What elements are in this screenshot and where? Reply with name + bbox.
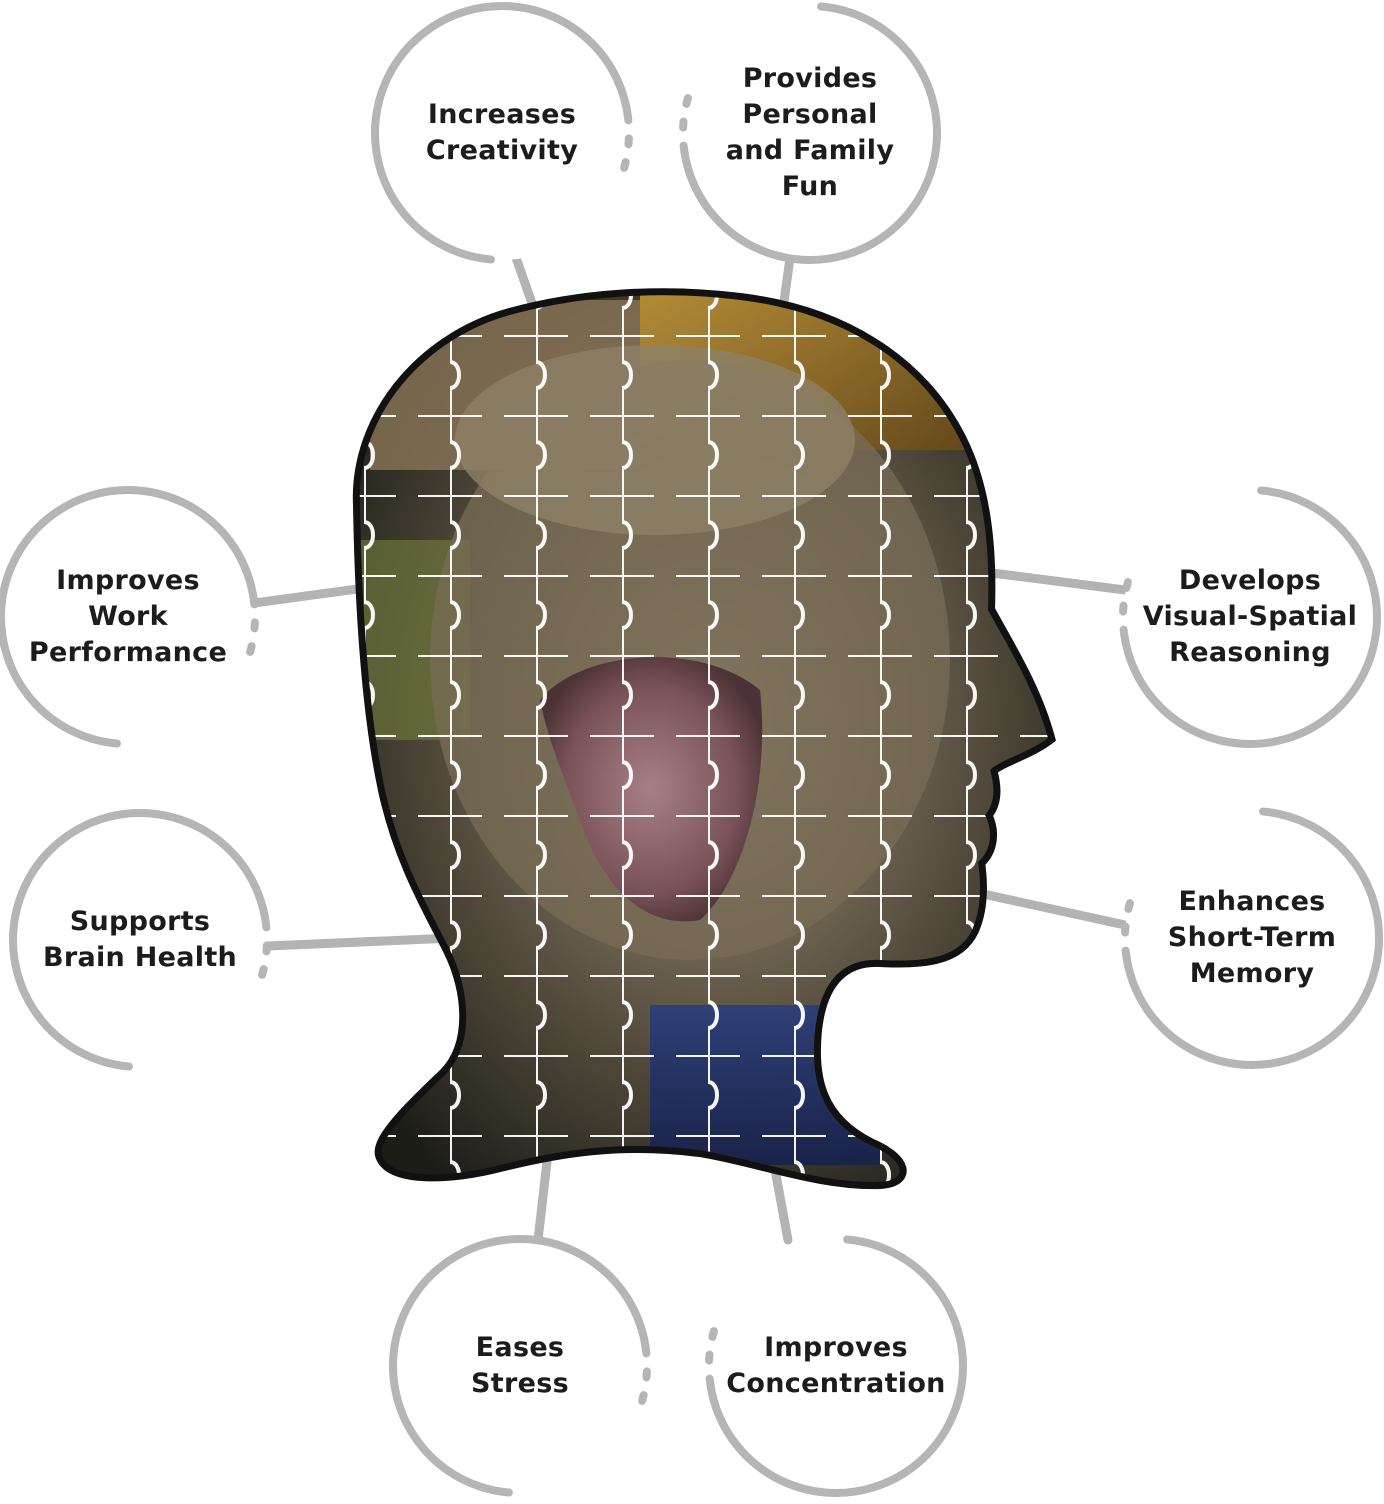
ring-eases-stress bbox=[389, 1235, 651, 1497]
ring-enhances-short-term-memory bbox=[1121, 807, 1383, 1070]
label-line: Brain Health bbox=[42, 942, 238, 973]
label-line: Concentration bbox=[726, 1368, 946, 1399]
label-line: Performance bbox=[28, 637, 228, 668]
ring-provides-personal-and-family-fun bbox=[679, 2, 941, 264]
label-line: and Family bbox=[725, 135, 895, 166]
label-line: Stress bbox=[471, 1368, 569, 1399]
label-line: Short-Term bbox=[1167, 922, 1337, 953]
label-line: Improves bbox=[764, 1332, 908, 1363]
ring-increases-creativity bbox=[371, 2, 633, 264]
ring-improves-concentration bbox=[705, 1235, 967, 1498]
label-line: Work bbox=[88, 601, 168, 632]
label-line: Increases bbox=[427, 99, 577, 130]
label-line: Visual-Spatial bbox=[1142, 601, 1358, 632]
label-line: Supports bbox=[69, 906, 211, 937]
head-silhouette bbox=[352, 288, 1056, 1190]
ring-supports-brain-health bbox=[9, 809, 271, 1071]
label-line: Memory bbox=[1189, 958, 1315, 989]
label-line: Fun bbox=[781, 171, 839, 202]
puzzle-image bbox=[359, 295, 1048, 1183]
ring-improves-work-performance bbox=[0, 486, 259, 748]
label-line: Personal bbox=[742, 99, 878, 130]
ring-develops-visual-spatial-reasoning bbox=[1119, 486, 1381, 748]
label-line: Reasoning bbox=[1169, 637, 1331, 668]
label-line: Develops bbox=[1178, 565, 1322, 596]
connector-lines bbox=[249, 250, 1130, 1245]
label-line: Provides bbox=[742, 63, 878, 94]
label-line: Eases bbox=[475, 1332, 565, 1363]
label-line: Improves bbox=[56, 565, 200, 596]
label-line: Enhances bbox=[1178, 886, 1326, 917]
label-line: Creativity bbox=[425, 135, 579, 166]
